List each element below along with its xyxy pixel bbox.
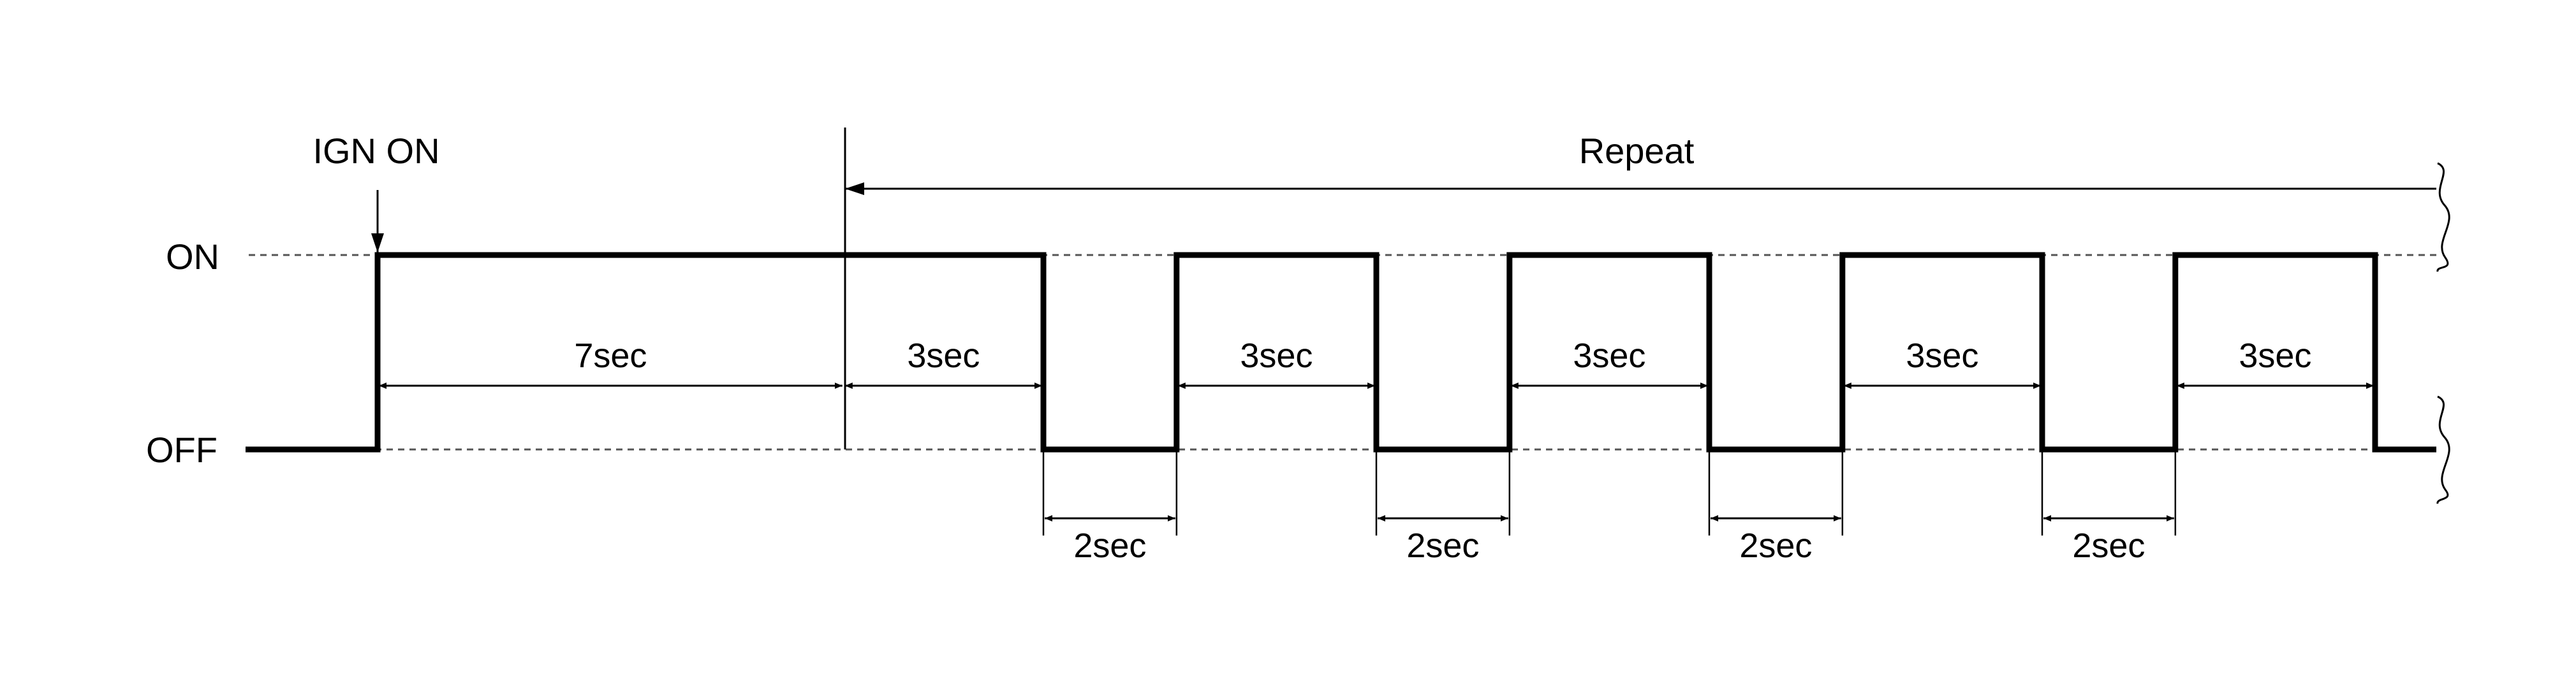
continuation-break-on (2436, 162, 2450, 272)
on-duration-label-2: 3sec (907, 337, 980, 375)
off-duration-label-1: 2sec (1073, 527, 1146, 565)
signal-waveform (246, 252, 2436, 453)
on-level-label: ON (166, 237, 219, 277)
repeat-label: Repeat (1579, 131, 1695, 171)
off-duration-label-4: 2sec (2072, 527, 2145, 565)
off-level-label: OFF (146, 430, 217, 470)
continuation-break-off (2436, 395, 2450, 504)
off-duration-label-2: 2sec (1406, 527, 1479, 565)
initial-duration-label: 7sec (574, 337, 647, 375)
duration-annotations: 7sec 3sec 2sec 3sec 2sec 3sec 2sec 3sec 2sec 3sec (379, 337, 2374, 565)
on-duration-label-3: 3sec (1240, 337, 1313, 375)
on-duration-label-5: 3sec (1906, 337, 1978, 375)
on-duration-label-6: 3sec (2239, 337, 2311, 375)
on-duration-label-4: 3sec (1573, 337, 1645, 375)
off-duration-label-3: 2sec (1739, 527, 1812, 565)
ign-on-label: IGN ON (313, 131, 439, 171)
